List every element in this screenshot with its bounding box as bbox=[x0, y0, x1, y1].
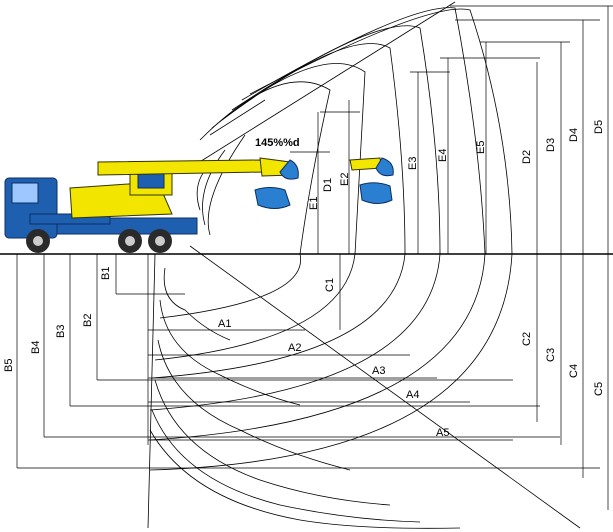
label-a4: A4 bbox=[406, 389, 419, 401]
truck-icon bbox=[4, 177, 198, 253]
label-a5: A5 bbox=[436, 427, 449, 439]
label-e4: E4 bbox=[437, 149, 449, 162]
label-a2: A2 bbox=[288, 342, 301, 354]
label-e2: E2 bbox=[339, 173, 351, 186]
label-a1: A1 bbox=[218, 318, 231, 330]
label-d3: D3 bbox=[545, 138, 557, 152]
bucket-icon bbox=[254, 157, 394, 209]
label-d2: D2 bbox=[521, 150, 533, 164]
label-e1: E1 bbox=[308, 197, 320, 210]
label-c2: C2 bbox=[521, 332, 533, 346]
label-e3: E3 bbox=[407, 157, 419, 170]
label-c5: C5 bbox=[593, 382, 605, 396]
label-c1: C1 bbox=[324, 278, 336, 292]
label-d5: D5 bbox=[593, 120, 605, 134]
label-b5: B5 bbox=[3, 359, 15, 372]
label-c3: C3 bbox=[545, 348, 557, 362]
label-c4: C4 bbox=[568, 364, 580, 378]
reach-envelope bbox=[147, 1, 581, 529]
horizontal-dimensions bbox=[147, 254, 513, 445]
label-d4: D4 bbox=[568, 128, 580, 142]
label-b1: B1 bbox=[100, 267, 112, 280]
label-b3: B3 bbox=[55, 325, 67, 338]
label-e5: E5 bbox=[475, 141, 487, 154]
label-a3: A3 bbox=[372, 365, 385, 377]
label-b4: B4 bbox=[30, 341, 42, 354]
crane-arm-icon bbox=[69, 157, 383, 219]
digging-arcs bbox=[149, 7, 513, 529]
vertical-reference-lines bbox=[16, 5, 613, 510]
angle-label: 145%%d bbox=[255, 137, 300, 149]
label-d1: D1 bbox=[322, 178, 334, 192]
label-b2: B2 bbox=[82, 314, 94, 327]
